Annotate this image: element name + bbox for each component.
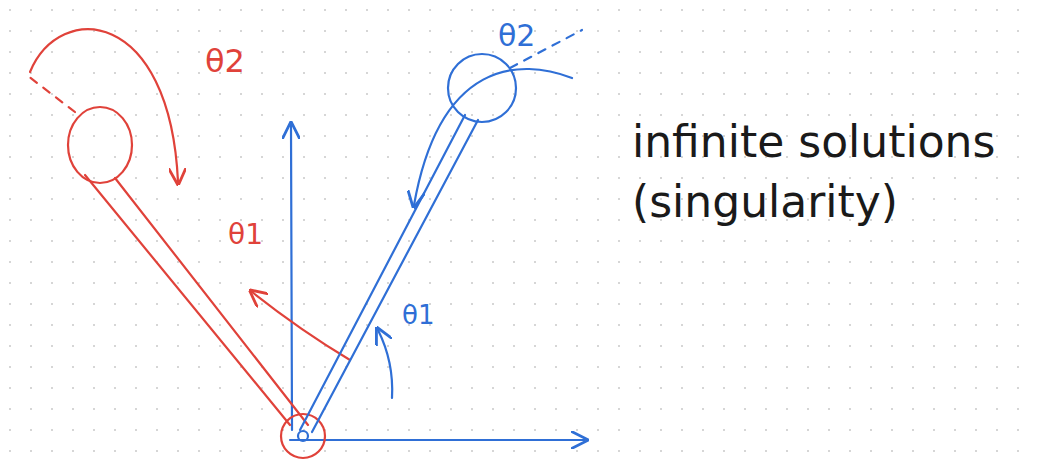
red-configuration xyxy=(28,29,350,458)
blue-configuration xyxy=(298,30,582,441)
angle-label: θ1 xyxy=(402,300,434,330)
axes xyxy=(290,125,585,440)
angle-label: θ2 xyxy=(498,18,535,53)
angle-label: θ2 xyxy=(205,42,245,80)
angle-label: θ1 xyxy=(228,218,263,251)
note-text: infinite solutions (singularity) xyxy=(632,112,1027,232)
